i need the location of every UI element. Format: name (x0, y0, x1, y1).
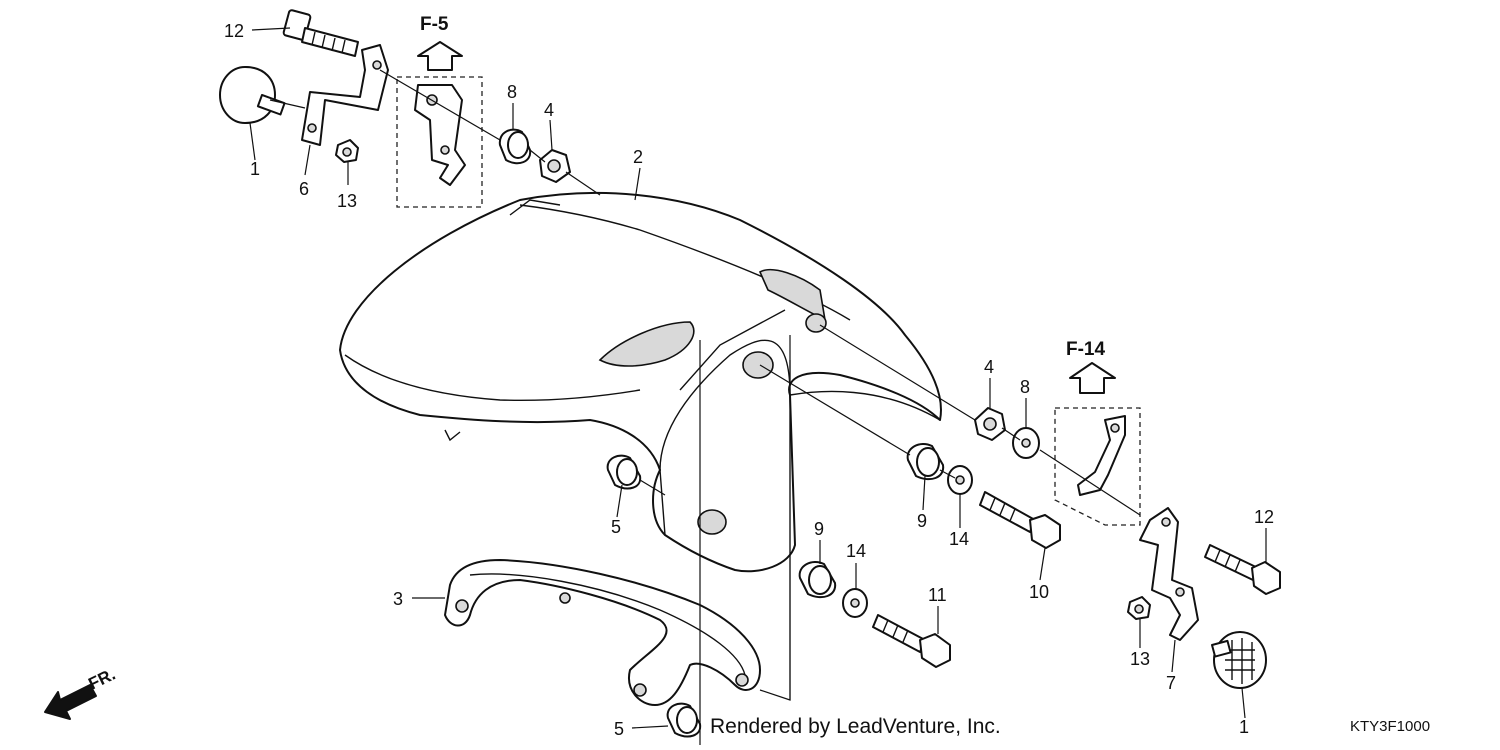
callout-13-right: 13 (1130, 649, 1150, 669)
grommet-9-low (798, 560, 837, 599)
callout-7: 7 (1166, 673, 1176, 693)
diagram-code: KTY3F1000 (1350, 718, 1430, 735)
callout-12-upper: 12 (224, 21, 244, 41)
grommet-1-left (219, 66, 286, 124)
callout-11: 11 (928, 585, 947, 605)
callout-9-low: 9 (814, 519, 824, 539)
callout-12-right: 12 (1254, 507, 1274, 527)
grommet-4-right (974, 407, 1006, 441)
grommet-1-right (1210, 631, 1267, 689)
collar-8-right (1012, 427, 1040, 459)
callout-5-low: 5 (614, 719, 624, 739)
detail-box-f14 (1054, 407, 1141, 526)
bolt-12-upper (282, 9, 359, 57)
up-arrow-f14 (1069, 362, 1116, 394)
fender-stay (444, 559, 761, 706)
ref-f5-label: F-5 (420, 14, 449, 35)
collar-8-upper (498, 128, 532, 165)
callout-6: 6 (299, 179, 309, 199)
callout-8-right: 8 (1020, 377, 1030, 397)
nut-13-upper (335, 139, 359, 163)
grommet-4-upper (539, 149, 571, 183)
leader-lines (249, 27, 1267, 729)
callout-1-upper: 1 (250, 159, 260, 179)
callout-4-right: 4 (984, 357, 994, 377)
bracket-6 (301, 44, 389, 146)
front-direction-arrow: FR. (44, 665, 118, 720)
callout-8-upper: 8 (507, 82, 517, 102)
callout-14-mid: 14 (949, 529, 969, 549)
callout-14-low: 14 (846, 541, 866, 561)
assembly-lines (269, 69, 1141, 745)
grommet-9-mid (906, 442, 945, 481)
front-fender (339, 191, 942, 573)
washer-14-low (842, 588, 868, 618)
detail-box-f5 (396, 76, 483, 208)
nut-13-right (1127, 596, 1151, 620)
up-arrow-f5 (417, 41, 463, 71)
ref-f14-label: F-14 (1066, 339, 1106, 360)
callout-3: 3 (393, 589, 403, 609)
bolt-10 (979, 491, 1061, 549)
callout-4-upper: 4 (544, 100, 554, 120)
bracket-7 (1139, 507, 1199, 641)
bolt-12-right (1204, 544, 1281, 595)
credit-text: Rendered by LeadVenture, Inc. (710, 715, 1001, 738)
collar-5-mid (606, 454, 642, 490)
bolt-11 (872, 614, 951, 668)
callout-5-mid: 5 (611, 517, 621, 537)
callout-10: 10 (1029, 582, 1049, 602)
callout-13-upper: 13 (337, 191, 357, 211)
callout-9-mid: 9 (917, 511, 927, 531)
callout-1-right: 1 (1239, 717, 1249, 737)
washer-14-mid (947, 465, 973, 495)
collar-5-low (666, 702, 702, 738)
callout-2: 2 (633, 147, 643, 167)
